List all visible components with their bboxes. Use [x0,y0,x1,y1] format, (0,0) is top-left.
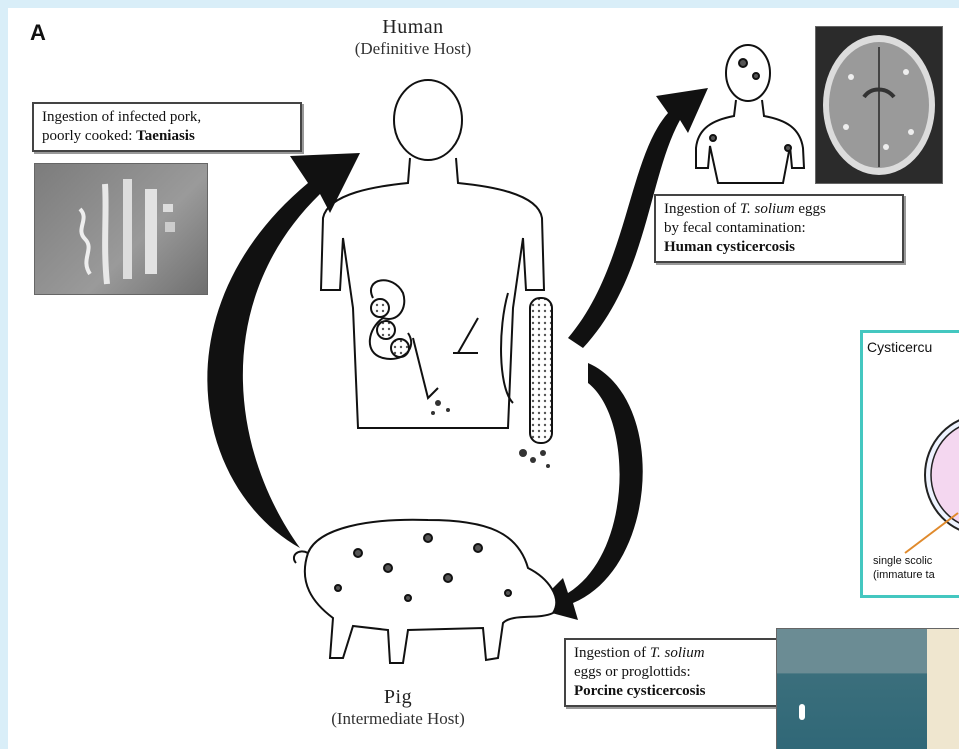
caption-porcine-cysticercosis: Ingestion of T. solium eggs or proglotti… [564,638,782,707]
caption-taeniasis-line1: Ingestion of infected pork, [42,108,292,127]
pig-name: Pig [298,686,498,709]
pig-role: (Intermediate Host) [298,709,498,729]
human-role: (Definitive Host) [313,39,513,59]
caption-human-cysticercosis: Ingestion of T. solium eggs by fecal con… [654,194,904,263]
pig-figure [294,520,556,663]
tissue-photo [776,628,959,749]
inset-label-line2: (immature ta [873,569,935,581]
human-name: Human [313,16,513,39]
arrow-pig-to-human [207,153,360,548]
caption-taeniasis: Ingestion of infected pork, poorly cooke… [32,102,302,152]
tapeworm-photo [34,163,208,295]
caption-taeniasis-line2: poorly cooked: Taeniasis [42,127,292,146]
human-figure [321,80,544,428]
human-title: Human (Definitive Host) [313,16,513,59]
panel-label: A [30,20,46,46]
tapeworm-drawing [35,164,207,294]
intestines [370,280,552,443]
brain-mri-drawing [816,27,942,183]
cysticercus-inset: Cysticercu single scolic (immature ta [860,330,959,598]
inset-label-line1: single scolic [873,555,932,567]
life-cycle-figure: A Human (Definitive Host) Pig (Intermedi… [8,8,959,749]
pig-title: Pig (Intermediate Host) [298,686,498,729]
scolex-pointer [905,513,958,553]
brain-mri-photo [815,26,943,184]
cysticercosis-human [696,45,804,183]
